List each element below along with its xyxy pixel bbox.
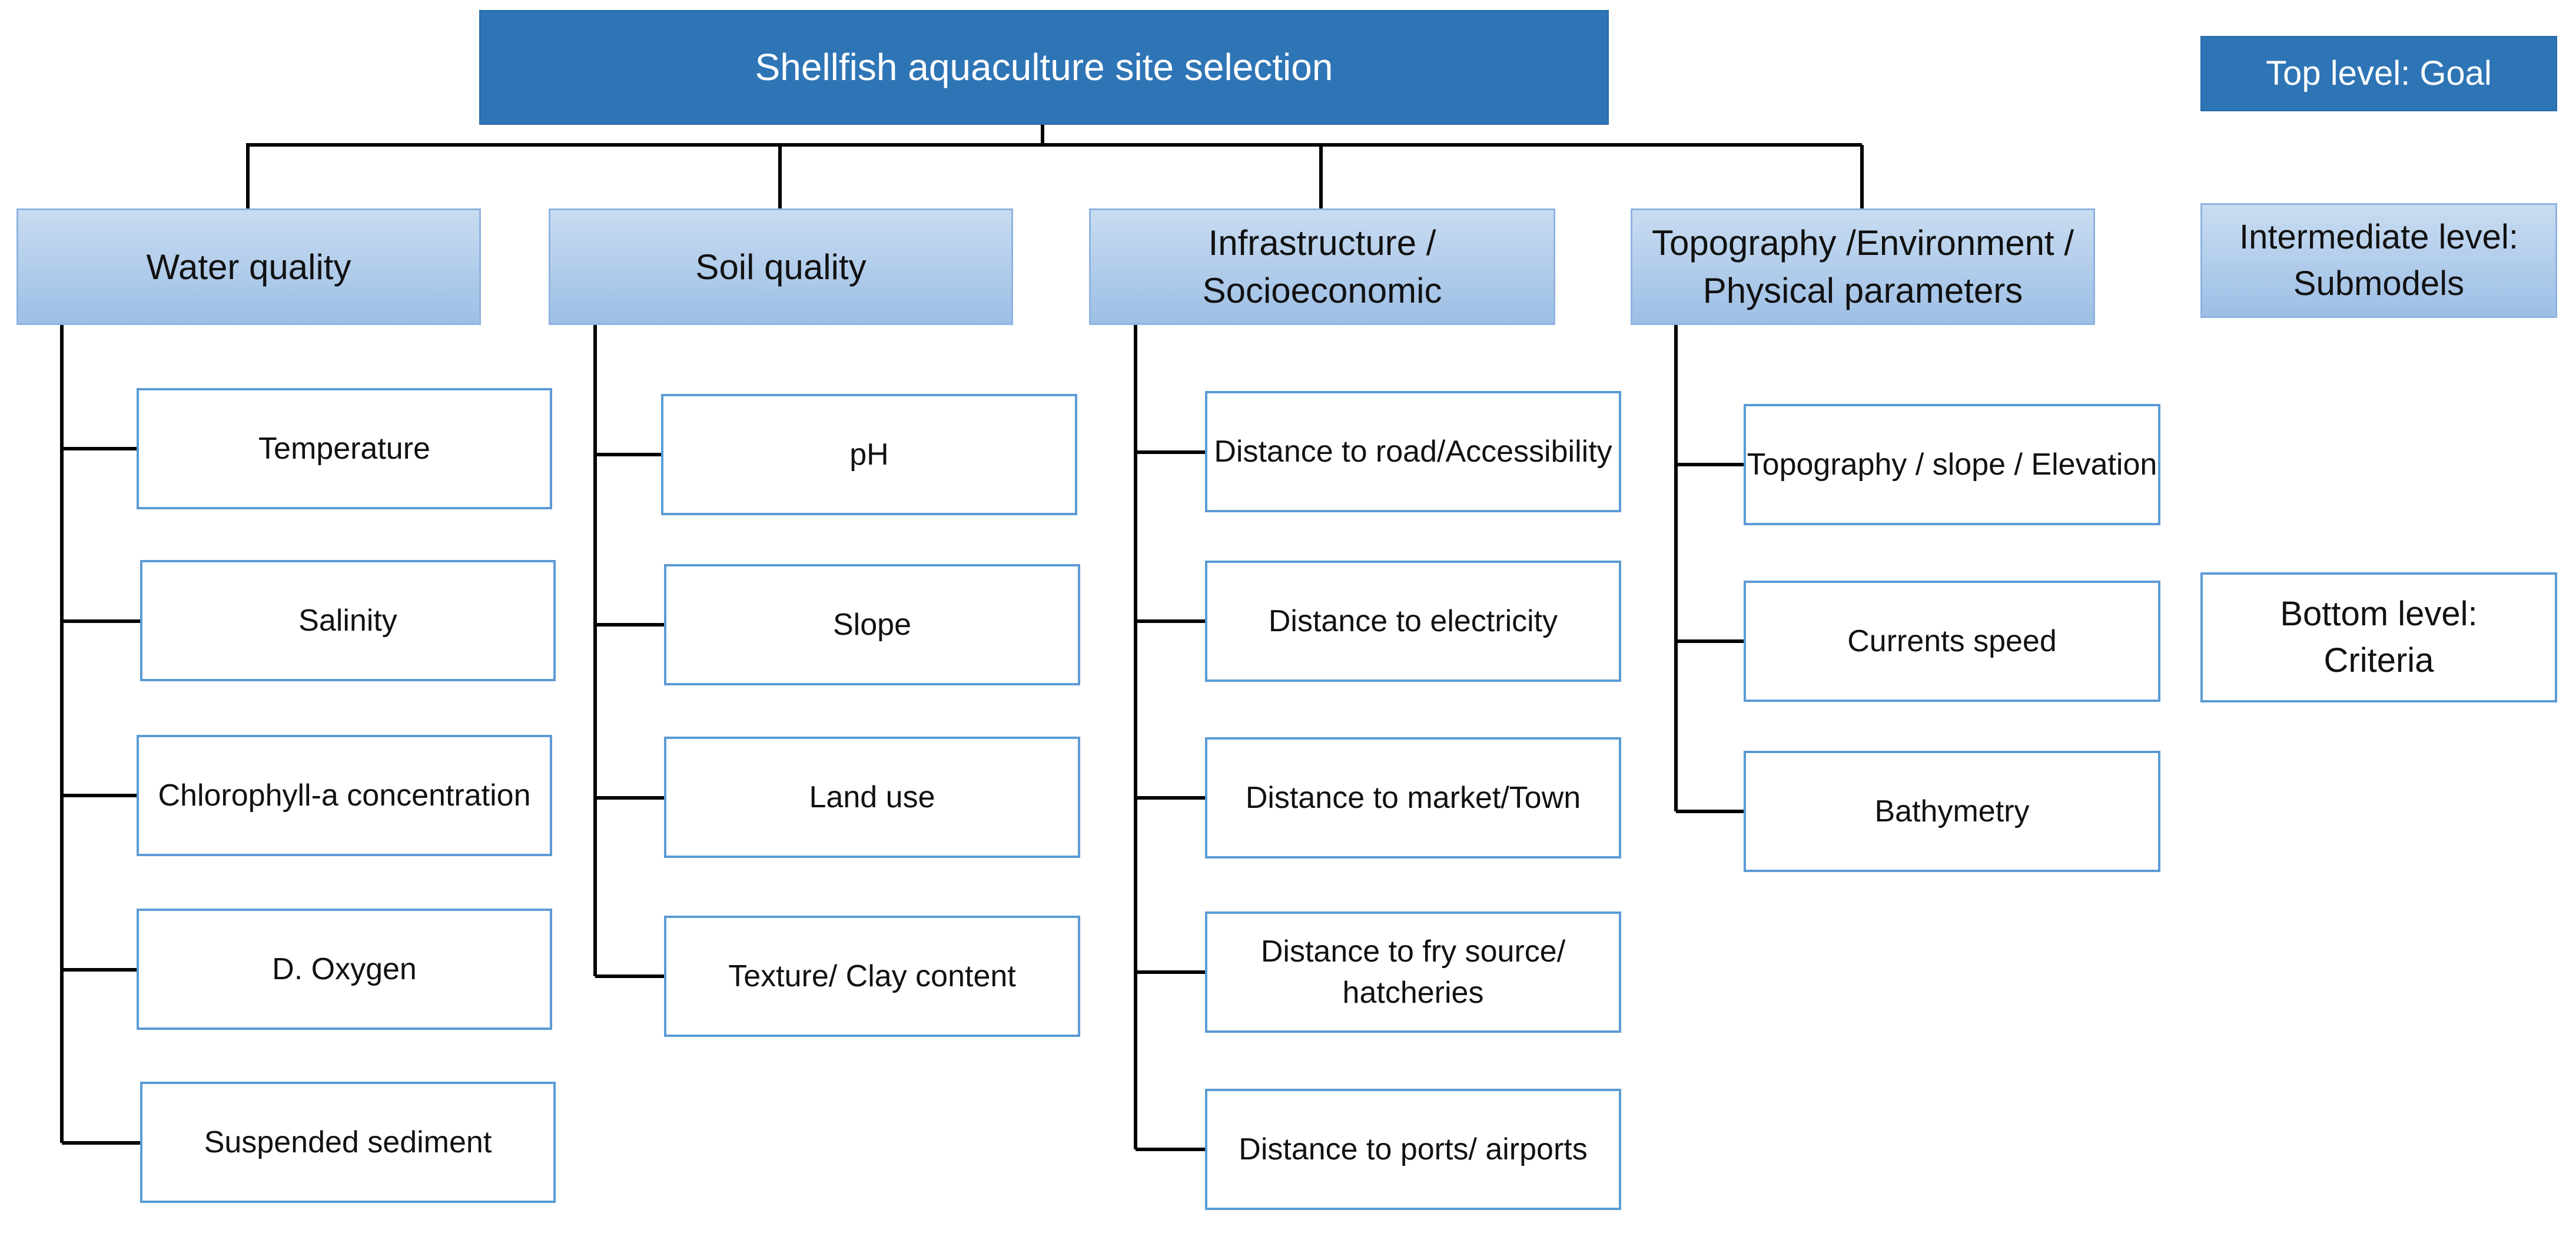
criterion-box: Slope [664,564,1080,685]
legend-intermediate-level: Intermediate level: Submodels [2200,203,2557,318]
criterion-label: Temperature [258,431,430,466]
criterion-box: Chlorophyll-a concentration [137,735,552,856]
criterion-box: Salinity [140,560,556,681]
criterion-label: Distance to ports/ airports [1239,1132,1588,1166]
criterion-label: Chlorophyll-a concentration [158,778,531,813]
criterion-box: Temperature [137,388,552,509]
criterion-box: Distance to market/Town [1205,737,1621,859]
criterion-box: Topography / slope / Elevation [1744,404,2160,525]
legend-bottom-level: Bottom level: Criteria [2200,572,2557,702]
criterion-label: Bathymetry [1874,794,2030,828]
criterion-box: Distance to ports/ airports [1205,1089,1621,1210]
criterion-box: Bathymetry [1744,751,2160,872]
criterion-label: Distance to electricity [1268,604,1558,638]
submodel-label-line-2: Socioeconomic [1202,271,1442,310]
legend-label-line-2: Criteria [2323,641,2434,680]
criterion-box: Texture/ Clay content [664,916,1080,1037]
legend-label-line-1: Bottom level: [2280,595,2478,634]
legend-label: Top level: Goal [2266,54,2492,92]
criterion-label: Distance to road/Accessibility [1214,434,1612,469]
criterion-box: Land use [664,737,1080,858]
submodel-label: Soil quality [695,247,867,287]
submodel-label-line-2: Physical parameters [1702,271,2023,310]
submodel-label-line-1: Topography /Environment / [1651,223,2074,263]
criterion-label: Salinity [298,603,397,638]
criterion-box: Suspended sediment [140,1082,556,1203]
submodel-label: Water quality [146,247,351,287]
submodel-water-quality: Water quality [16,208,481,325]
criterion-box: Currents speed [1744,581,2160,702]
goal-box: Shellfish aquaculture site selection [479,10,1609,125]
criterion-box: Distance to fry source/ hatcheries [1205,912,1621,1033]
submodel-topography-environment: Topography /Environment / Physical param… [1631,208,2095,325]
criterion-box: pH [661,394,1077,515]
goal-label: Shellfish aquaculture site selection [755,46,1333,89]
criterion-label: Texture/ Clay content [728,959,1016,993]
criterion-label: D. Oxygen [272,952,417,986]
criterion-box: Distance to electricity [1205,561,1621,682]
criterion-label: pH [849,437,889,472]
criterion-label: Topography / slope / Elevation [1747,447,2157,482]
legend-label-line-2: Submodels [2293,264,2465,303]
criterion-label: Distance to market/Town [1245,780,1581,815]
criterion-box: D. Oxygen [137,909,552,1030]
criterion-label: Currents speed [1847,624,2057,658]
criterion-label: Distance to fry source/ hatcheries [1260,934,1566,1010]
legend-label-line-1: Intermediate level: [2239,218,2518,257]
criterion-label: Land use [809,780,935,814]
legend-top-level: Top level: Goal [2200,36,2557,111]
submodel-soil-quality: Soil quality [549,208,1013,325]
submodel-infrastructure-socioeconomic: Infrastructure / Socioeconomic [1089,208,1555,325]
submodel-label-line-1: Infrastructure / [1208,223,1436,263]
criterion-label: Suspended sediment [204,1125,492,1159]
criterion-box: Distance to road/Accessibility [1205,391,1621,512]
criterion-label: Slope [833,607,911,642]
